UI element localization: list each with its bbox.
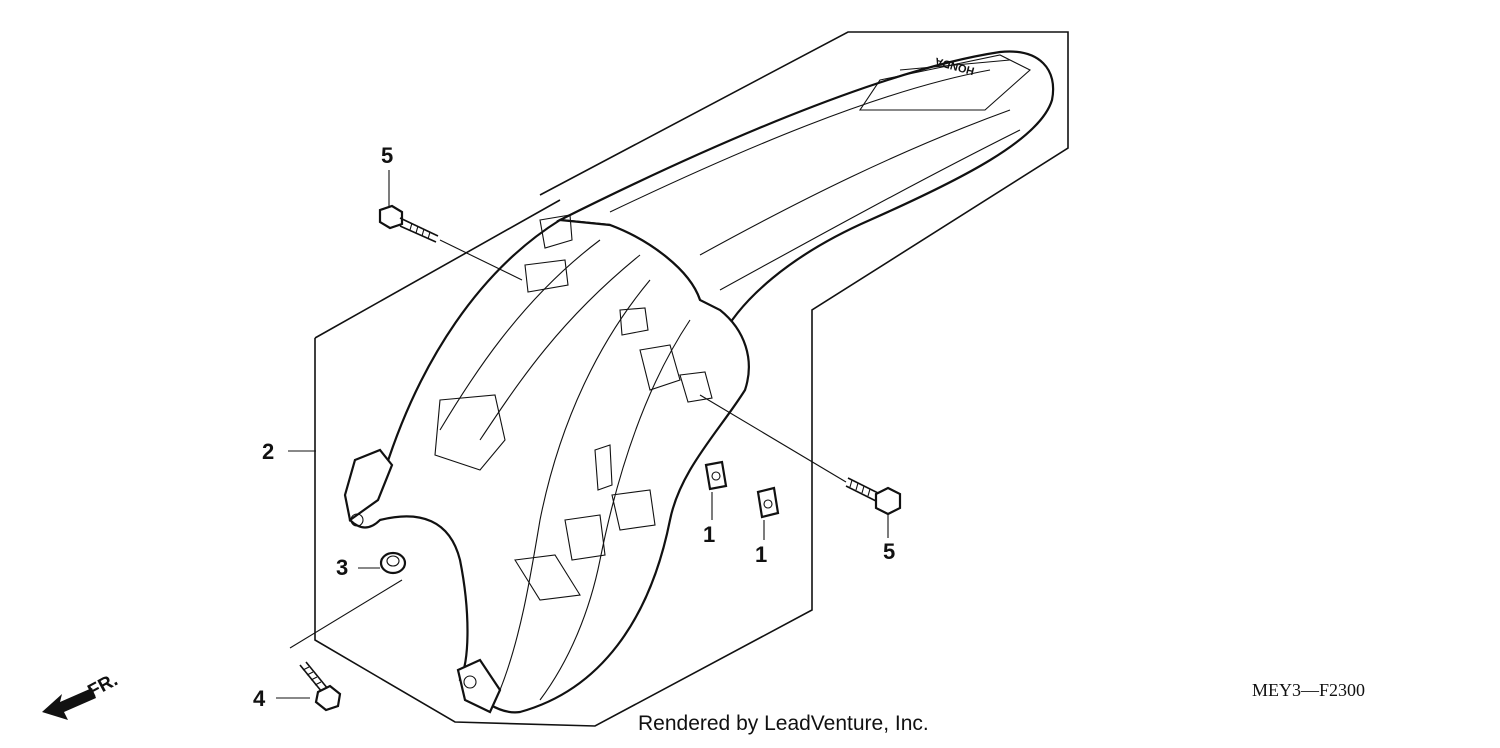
callout-3: 3 [336,555,348,580]
clip-nut-left [704,460,728,520]
callout-1-right: 1 [755,542,767,567]
callout-5-right: 5 [883,539,895,564]
callout-2: 2 [262,439,274,464]
callout-4: 4 [253,686,266,711]
rear-fender: HONDA [343,50,1055,714]
bolt-lower [276,661,342,712]
diagram-code: MEY3—F2300 [1252,680,1365,700]
callout-1-left: 1 [703,522,715,547]
collar [289,551,407,649]
bolt-right [699,394,902,516]
callout-5-upper: 5 [381,143,393,168]
render-credit: Rendered by LeadVenture, Inc. [638,712,929,735]
bolt-upper [378,204,523,281]
front-direction-arrow-icon: FR. [42,670,121,720]
clip-nut-right [756,486,780,540]
assembly-boundary [314,31,1069,727]
